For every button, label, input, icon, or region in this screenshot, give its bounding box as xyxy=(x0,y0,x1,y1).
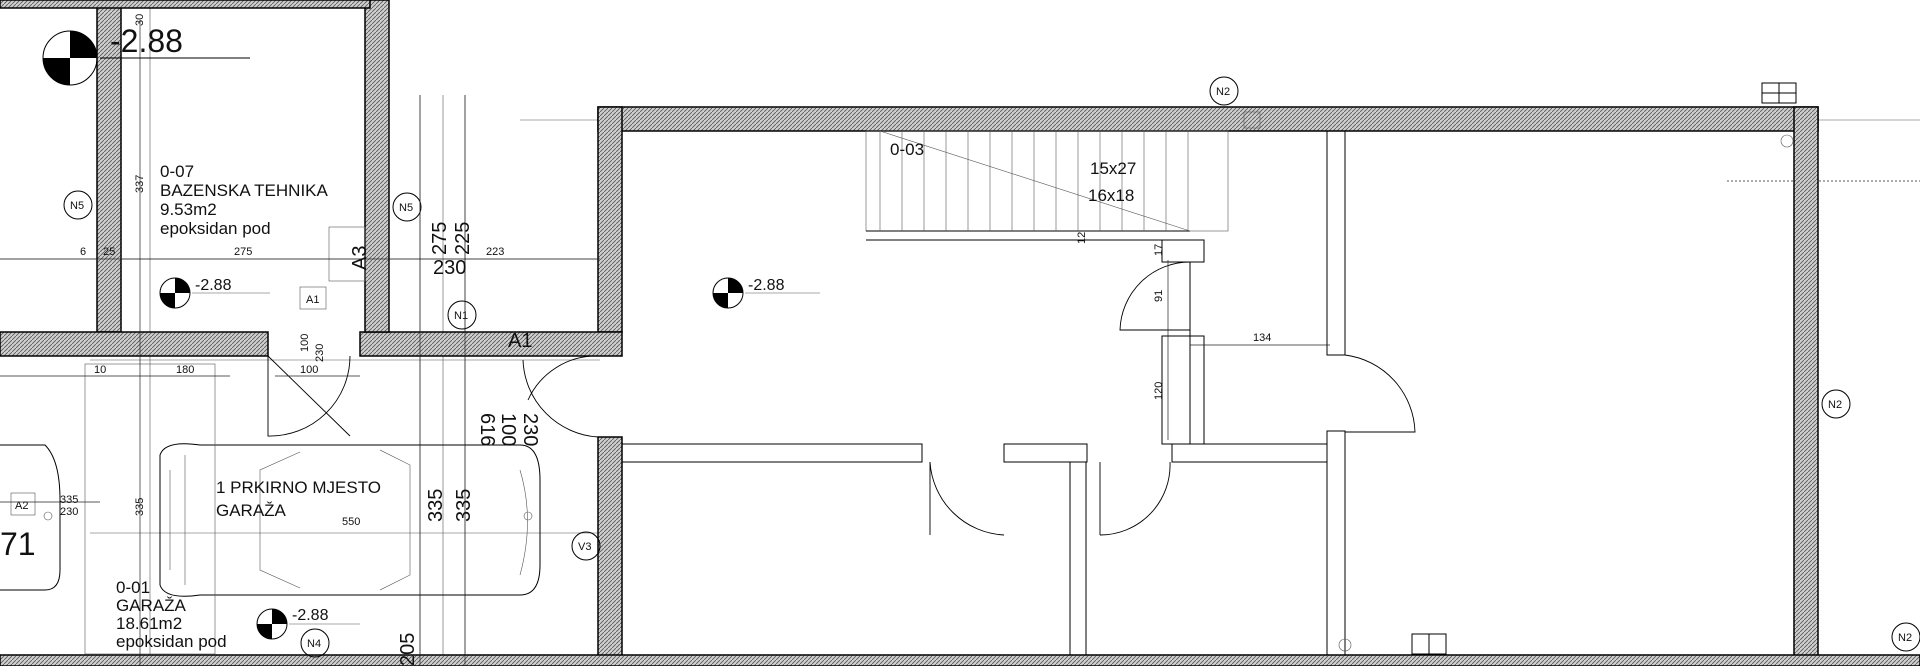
room-area: 18.61m2 xyxy=(116,614,182,633)
dim-17: 17 xyxy=(1153,244,1165,256)
dim-335-b: 335 xyxy=(453,489,475,522)
dim-225-vert: 225 xyxy=(452,222,474,255)
parking-label: 1 PRKIRNO MJESTO GARAŽA 550 xyxy=(216,478,381,528)
parking-line-2: GARAŽA xyxy=(216,501,287,520)
dim-337: 337 xyxy=(134,175,146,193)
marker-a1-box: A1 xyxy=(306,294,319,306)
stair-step-1: 15x27 xyxy=(1090,159,1136,178)
dim-180: 180 xyxy=(176,364,194,376)
dimension-lines xyxy=(0,20,1330,666)
dim-25: 25 xyxy=(103,246,115,258)
level-hall: -2.88 xyxy=(748,277,785,294)
room-number: 0-01 xyxy=(116,578,150,597)
dim-10: 10 xyxy=(94,364,106,376)
room-name: GARAŽA xyxy=(116,596,187,615)
dim-30: 30 xyxy=(134,14,146,26)
dim-230: 230 xyxy=(433,257,466,279)
dim-230-b: 230 xyxy=(519,413,541,446)
stair-number: 0-03 xyxy=(890,140,924,159)
stair-label: 0-03 15x27 16x18 xyxy=(890,140,1136,205)
marker-a3: A3 xyxy=(349,246,371,270)
dim-6: 6 xyxy=(80,246,86,258)
dim-335-a: 335 xyxy=(425,489,447,522)
marker-n5: N5 xyxy=(399,202,413,214)
partitions xyxy=(621,130,1346,656)
dim-275-vert: 275 xyxy=(429,222,451,255)
marker-circles xyxy=(63,76,1920,658)
marker-n1: N1 xyxy=(454,310,468,322)
room-name: BAZENSKA TEHNIKA xyxy=(160,181,329,200)
marker-v3: V3 xyxy=(578,541,591,553)
dim-205: 205 xyxy=(397,633,419,666)
dim-335-c: 335 xyxy=(134,498,146,516)
dim-100: 100 xyxy=(300,364,318,376)
staircase xyxy=(865,130,1229,241)
marker-a1: A1 xyxy=(508,330,532,352)
parking-line-1: 1 PRKIRNO MJESTO xyxy=(216,478,381,497)
level-main: -2.88 xyxy=(110,23,183,59)
marker-n4: N4 xyxy=(307,638,321,650)
room-floor: epoksidan pod xyxy=(116,632,227,651)
dim-275: 275 xyxy=(234,246,252,258)
dimension-labels: 337 275 223 230 275 225 25 6 180 10 100 … xyxy=(60,14,1271,666)
door-swings xyxy=(267,261,1416,536)
edge-71: 71 xyxy=(0,526,36,562)
dim-223: 223 xyxy=(486,246,504,258)
dim-100-b: 100 xyxy=(497,413,519,446)
dim-230-vert: 230 xyxy=(314,344,326,362)
fixtures xyxy=(10,82,1797,655)
dim-120: 120 xyxy=(1153,382,1165,400)
level-symbols xyxy=(42,30,820,640)
dim-616: 616 xyxy=(476,413,498,446)
dim-134: 134 xyxy=(1253,332,1271,344)
room-floor: epoksidan pod xyxy=(160,219,271,238)
level-garage: -2.88 xyxy=(292,607,329,624)
parking-dim: 550 xyxy=(342,516,360,528)
marker-n5-left: N5 xyxy=(70,200,84,212)
marker-n2-top: N2 xyxy=(1216,86,1230,98)
car-symbol xyxy=(0,443,541,597)
stair-step-2: 16x18 xyxy=(1088,186,1134,205)
dim-335-d: 335 xyxy=(60,494,78,506)
dim-91: 91 xyxy=(1153,290,1165,302)
room-0-07-label: 0-07 BAZENSKA TEHNIKA 9.53m2 epoksidan p… xyxy=(160,162,329,238)
marker-n2-right: N2 xyxy=(1828,399,1842,411)
room-area: 9.53m2 xyxy=(160,200,217,219)
dim-230-small: 230 xyxy=(60,506,78,518)
marker-a2-box: A2 xyxy=(15,500,28,512)
marker-n2-corner: N2 xyxy=(1898,632,1912,644)
room-number: 0-07 xyxy=(160,162,194,181)
level-room: -2.88 xyxy=(195,277,232,294)
dim-12: 12 xyxy=(1076,232,1088,244)
room-0-01-label: 0-01 GARAŽA 18.61m2 epoksidan pod xyxy=(116,578,227,651)
dim-100-vert: 100 xyxy=(299,334,311,352)
